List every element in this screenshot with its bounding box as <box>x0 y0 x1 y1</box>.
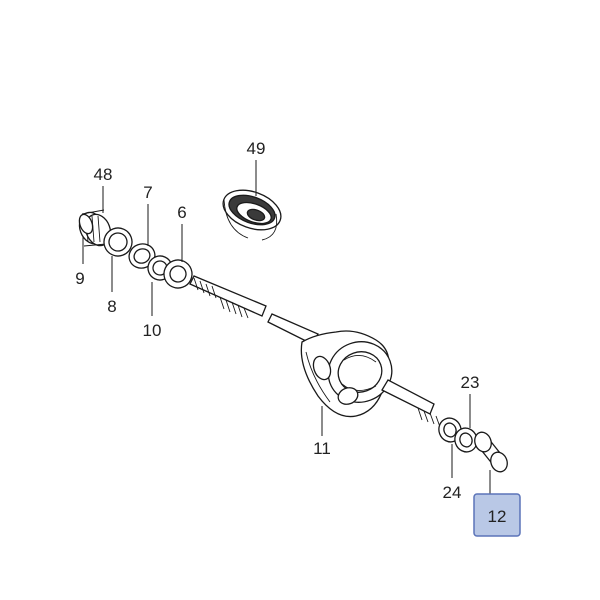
callout-24: 24 <box>443 483 462 502</box>
part-7-washer[interactable] <box>126 204 159 272</box>
callout-12[interactable]: 12 <box>488 507 507 526</box>
part-8-bearing[interactable] <box>100 224 136 292</box>
callout-10: 10 <box>143 321 162 340</box>
callout-49: 49 <box>247 139 266 158</box>
callout-8: 8 <box>107 297 116 316</box>
callout-9: 9 <box>75 269 84 288</box>
main-shaft[interactable] <box>189 275 319 345</box>
part-49-bearing[interactable] <box>218 160 287 241</box>
callout-11: 11 <box>313 439 331 458</box>
callout-7: 7 <box>143 183 152 202</box>
part-11-carrier[interactable] <box>300 330 441 436</box>
callout-6: 6 <box>177 203 186 222</box>
part-12-bushing[interactable] <box>472 430 510 494</box>
callout-48: 48 <box>94 165 113 184</box>
highlight-box <box>473 493 521 537</box>
callout-23: 23 <box>461 373 480 392</box>
part-6-washer[interactable] <box>160 224 196 292</box>
